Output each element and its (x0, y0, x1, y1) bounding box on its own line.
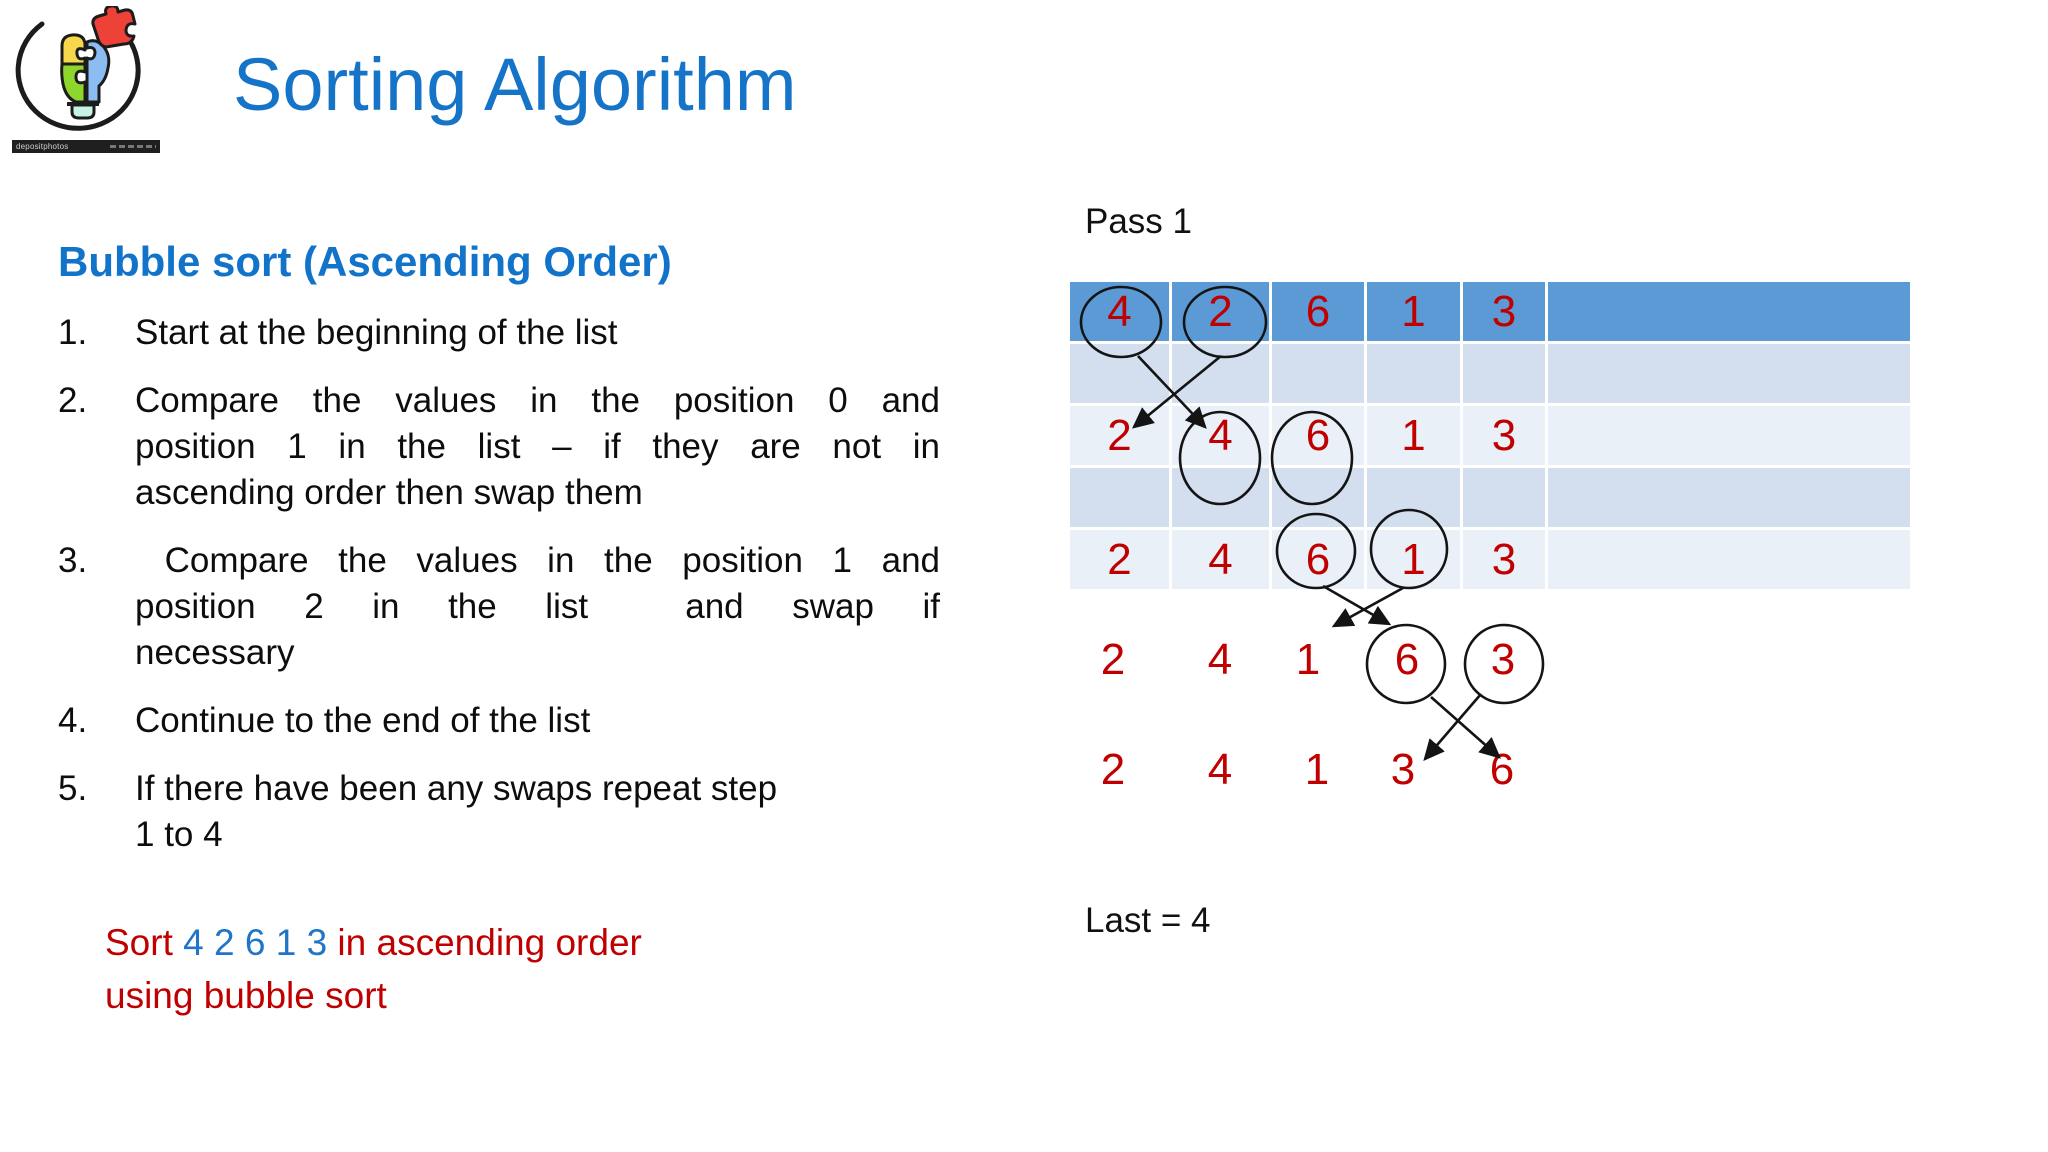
table-cell: 2 (1070, 406, 1172, 465)
list-item-number: 5. (58, 769, 88, 808)
prompt-prefix: Sort (105, 922, 184, 963)
list-item-number: 2. (58, 381, 88, 420)
pass-label: Pass 1 (1085, 202, 1192, 241)
list-item-text: Compare the values in the position 0 and… (135, 381, 940, 512)
table-cell (1548, 406, 1910, 465)
table-cell (1172, 344, 1272, 403)
table-cell: 6 (1272, 282, 1367, 341)
list-item-text: If there have been any swaps repeat step… (135, 769, 778, 854)
list-number: 1 (1295, 635, 1321, 684)
list-item: 1. Start at the beginning of the list (58, 310, 943, 356)
swap-arrow (1331, 586, 1404, 628)
table-cell (1070, 344, 1172, 403)
table-cell (1548, 344, 1910, 403)
prompt-suffix-line2: using bubble sort (105, 975, 387, 1016)
table-cell: 3 (1463, 406, 1548, 465)
list-item: 4. Continue to the end of the list (58, 698, 943, 744)
table-row (1070, 468, 1910, 527)
list-number: 1 (1304, 745, 1330, 794)
prompt-suffix: in ascending order (327, 922, 642, 963)
list-item-text: Start at the beginning of the list (135, 313, 618, 352)
table-cell (1367, 344, 1463, 403)
table-cell (1367, 468, 1463, 527)
list-number: 6 (1489, 745, 1515, 794)
watermark-right-decoration (110, 145, 156, 148)
table-cell (1463, 344, 1548, 403)
table-cell: 1 (1367, 530, 1463, 589)
list-item-text: Continue to the end of the list (135, 701, 591, 740)
table-cell: 4 (1070, 282, 1172, 341)
watermark-text: depositphotos (16, 142, 69, 151)
table-cell: 1 (1367, 282, 1463, 341)
list-item-text: Compare the values in the position 1 and… (135, 541, 940, 672)
table-cell: 6 (1272, 530, 1367, 589)
table-cell: 4 (1172, 530, 1272, 589)
section-heading: Bubble sort (Ascending Order) (58, 238, 672, 285)
table-cell (1548, 282, 1910, 341)
table-cell: 2 (1070, 530, 1172, 589)
table-cell (1272, 468, 1367, 527)
page-title: Sorting Algorithm (233, 43, 797, 126)
table-cell: 3 (1463, 530, 1548, 589)
lightbulb-puzzle-icon (15, 6, 141, 131)
last-pointer-label: Last = 4 (1085, 901, 1211, 940)
list-number: 6 (1394, 635, 1420, 684)
bubble-sort-steps-list: 1. Start at the beginning of the list 2. Co… (58, 310, 943, 880)
list-number: 4 (1207, 745, 1233, 794)
table-cell (1548, 468, 1910, 527)
list-number: 3 (1390, 745, 1416, 794)
table-cell (1272, 344, 1367, 403)
list-item: 2. Compare the values in the position 0 a… (58, 378, 943, 516)
stock-watermark-bar: depositphotos (12, 140, 160, 153)
table-cell: 1 (1367, 406, 1463, 465)
table-cell (1463, 468, 1548, 527)
table-row (1070, 344, 1910, 403)
swap-arrow (1423, 693, 1482, 761)
list-number: 4 (1207, 635, 1233, 684)
table-cell (1172, 468, 1272, 527)
list-item: 3. Compare the values in the position 1 … (58, 538, 943, 676)
table-cell: 4 (1172, 406, 1272, 465)
list-number: 3 (1490, 635, 1516, 684)
list-item-number: 1. (58, 313, 88, 352)
table-cell: 2 (1172, 282, 1272, 341)
table-cell (1070, 468, 1172, 527)
brain-puzzle-logo: depositphotos (10, 6, 160, 156)
list-item-number: 3. (58, 541, 88, 580)
table-cell (1548, 530, 1910, 589)
list-number: 2 (1100, 635, 1126, 684)
list-item: 5. If there have been any swaps repeat st… (58, 766, 943, 858)
prompt-numbers: 4 2 6 1 3 (183, 922, 328, 963)
list-item-number: 4. (58, 701, 88, 740)
exercise-prompt: Sort 4 2 6 1 3 in ascending order using … (105, 916, 665, 1022)
table-cell: 3 (1463, 282, 1548, 341)
list-number: 2 (1100, 745, 1126, 794)
table-cell: 6 (1272, 406, 1367, 465)
